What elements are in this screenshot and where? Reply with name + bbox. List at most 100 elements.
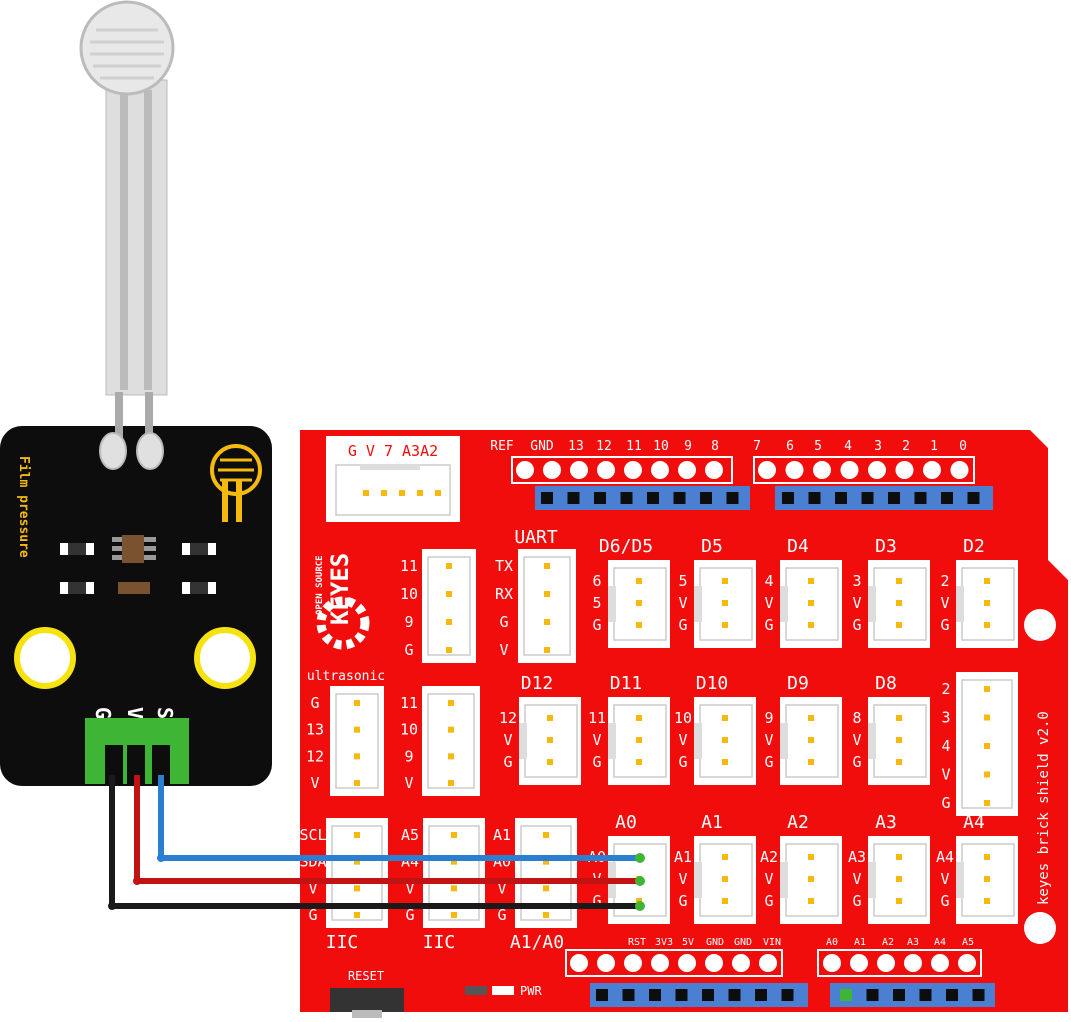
connector-pin-label: G: [678, 753, 687, 771]
header-socket: [624, 954, 642, 972]
reset-label: RESET: [348, 969, 384, 983]
connector-pin-label: G: [940, 892, 949, 910]
connector-pin-label: A3: [848, 848, 866, 866]
connector-title: D6/D5: [599, 536, 653, 557]
connector-title: D9: [787, 673, 809, 694]
header-pin: [861, 492, 874, 504]
connector-title: D10: [696, 673, 729, 694]
sensor-pin-pad: [136, 432, 164, 470]
header-socket: [931, 954, 949, 972]
svg-text:6: 6: [786, 439, 794, 454]
connector-title: D8: [875, 673, 897, 694]
pwr-led: [465, 986, 487, 995]
header-socket: [651, 461, 669, 479]
connector-title: IIC: [326, 932, 359, 953]
header-socket: [823, 954, 841, 972]
header-socket: [895, 461, 914, 479]
header-socket: [705, 954, 723, 972]
svg-text:8: 8: [711, 439, 719, 454]
connector-pin-label: V: [940, 870, 949, 888]
connector-pin-label: 6: [592, 572, 601, 590]
connector-pin-label: G: [499, 613, 508, 631]
connector-pin-label: V: [852, 594, 861, 612]
header-socket: [732, 954, 750, 972]
header-pin: [866, 989, 879, 1001]
reset-button[interactable]: [330, 988, 404, 1012]
connector-pin-label: G: [764, 616, 773, 634]
connector-pin-label: A4: [936, 848, 954, 866]
connector-pin-label: G: [764, 753, 773, 771]
connector-title: A1: [701, 812, 723, 833]
connector-title: D3: [875, 536, 897, 557]
connector-pin-label: G: [941, 794, 950, 812]
connector-pin-label: 5: [678, 572, 687, 590]
header-pin: [919, 989, 932, 1001]
connector-pin-label: V: [940, 594, 949, 612]
connector-pin-label: V: [764, 594, 773, 612]
connector-title: UART: [514, 527, 558, 548]
connector-title: ultrasonic: [307, 669, 385, 684]
header-socket: [868, 461, 886, 479]
connector-pin-label: 9: [404, 613, 413, 631]
analog-header-label: A1: [854, 937, 866, 948]
connector-title: D11: [610, 673, 643, 694]
header-socket: [570, 461, 588, 479]
svg-text:12: 12: [596, 439, 612, 454]
power-header-label: VIN: [763, 937, 781, 948]
connector-pin-label: 5: [592, 594, 601, 612]
connector-pin-label: 3: [941, 709, 950, 727]
connector-pin-label: G: [852, 753, 861, 771]
connector-pin-label: G: [308, 906, 317, 924]
header-pin: [946, 989, 958, 1001]
header-socket: [785, 461, 804, 479]
connector-pin-label: A1: [674, 848, 692, 866]
connector-title: A4: [963, 812, 985, 833]
header-pin: [967, 492, 980, 504]
header-socket: [904, 954, 922, 972]
header-socket: [877, 954, 895, 972]
connector-pin-label: A5: [401, 826, 419, 844]
connector-pin-label: V: [678, 594, 687, 612]
board-name: keyes brick shield v2.0: [1036, 711, 1052, 905]
power-header-label: GND: [706, 937, 724, 948]
header-pin: [567, 492, 580, 504]
connector-pin-label: G: [852, 616, 861, 634]
header-pin: [835, 492, 847, 504]
keyes-brick-shield: G V 7 A3A2 REF GND 13 12 11 10 9 8 7 6 5…: [299, 430, 1068, 1018]
connector-pin-label: G: [592, 892, 601, 910]
header-pin: [700, 492, 712, 504]
connector-pin-label: G: [497, 906, 506, 924]
header-pin: [728, 989, 741, 1001]
header-socket: [759, 954, 777, 972]
analog-header-label: A3: [907, 937, 919, 948]
mounting-hole: [1024, 912, 1056, 944]
connector-title: D2: [963, 536, 985, 557]
power-header-label: 3V3: [655, 937, 673, 948]
module-pcb: [0, 426, 272, 786]
connector-pin-label: 2: [940, 572, 949, 590]
header-pin: [941, 492, 953, 504]
connector-pin-label: 10: [400, 721, 418, 739]
header-pin: [840, 989, 852, 1001]
